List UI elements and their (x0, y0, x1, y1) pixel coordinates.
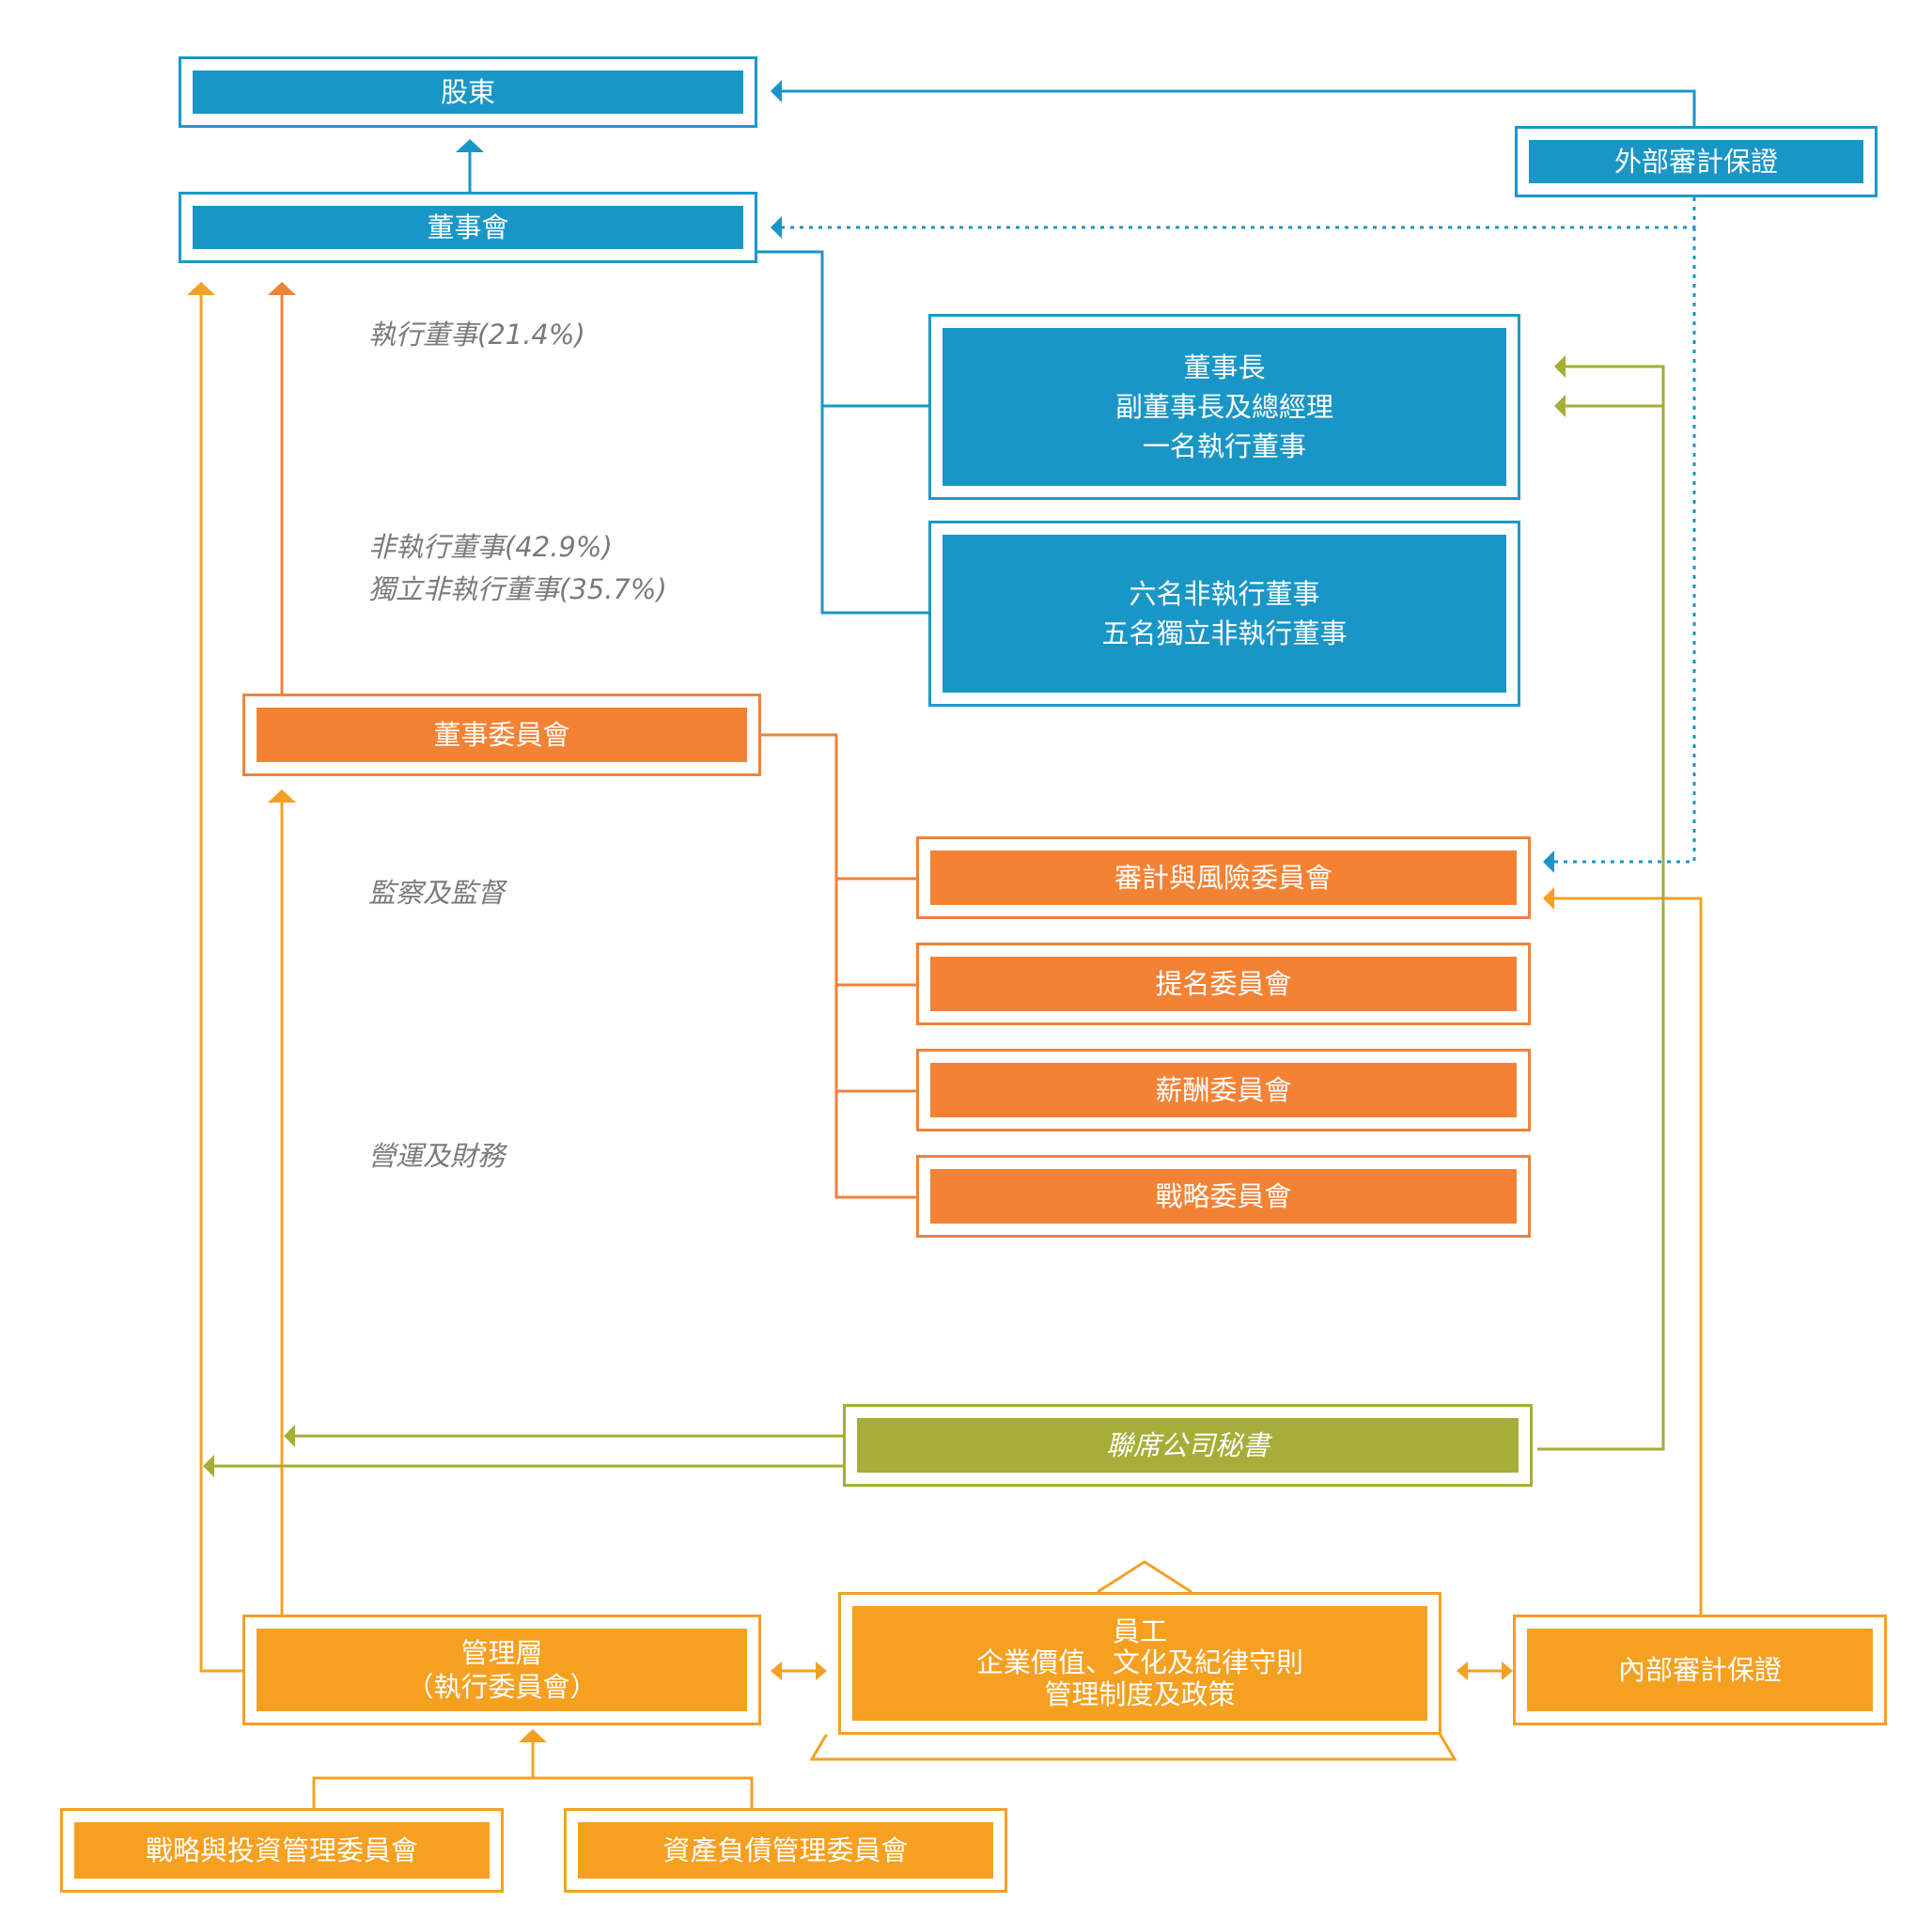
strategy-committee-box: 戰略委員會 (916, 1155, 1531, 1238)
board-committees-label: 董事委員會 (257, 708, 747, 762)
remuneration-committee-box: 薪酬委員會 (916, 1049, 1531, 1131)
employees-label: 員工 企業價值、文化及紀律守則 管理制度及政策 (852, 1606, 1427, 1721)
board-label: 董事會 (193, 206, 743, 249)
operations-finance-note: 營運及財務 (368, 1140, 506, 1172)
non-executive-ratio-note: 非執行董事(42.9%) 獨立非執行董事(35.7%) (368, 531, 667, 605)
internal-audit-label: 內部審計保證 (1527, 1629, 1873, 1711)
management-box: 管理層 （執行委員會） (242, 1615, 761, 1725)
executive-directors-box: 董事長 副董事長及總經理 一名執行董事 (928, 314, 1520, 500)
nomination-committee-box: 提名委員會 (916, 943, 1531, 1025)
nomination-committee-label: 提名委員會 (930, 957, 1517, 1011)
management-label: 管理層 （執行委員會） (257, 1629, 747, 1711)
employees-box: 員工 企業價值、文化及紀律守則 管理制度及政策 (838, 1592, 1441, 1735)
audit-risk-committee-label: 審計與風險委員會 (930, 850, 1517, 905)
joint-company-secretary-box: 聯席公司秘書 (843, 1404, 1533, 1487)
external-audit-label: 外部審計保證 (1529, 140, 1863, 183)
non-executive-directors-label: 六名非執行董事 五名獨立非執行董事 (943, 535, 1506, 693)
strategy-investment-committee-label: 戰略與投資管理委員會 (74, 1822, 490, 1879)
internal-audit-box: 內部審計保證 (1513, 1615, 1887, 1725)
executive-directors-label: 董事長 副董事長及總經理 一名執行董事 (943, 328, 1506, 486)
joint-company-secretary-label: 聯席公司秘書 (857, 1418, 1519, 1473)
board-box: 董事會 (179, 192, 757, 263)
supervision-note: 監察及監督 (368, 877, 506, 909)
board-committees-box: 董事委員會 (242, 694, 761, 776)
strategy-investment-committee-box: 戰略與投資管理委員會 (60, 1808, 504, 1893)
audit-risk-committee-box: 審計與風險委員會 (916, 836, 1531, 919)
shareholders-label: 股東 (193, 70, 743, 114)
strategy-committee-label: 戰略委員會 (930, 1169, 1517, 1224)
external-audit-box: 外部審計保證 (1515, 126, 1877, 197)
asset-liability-committee-label: 資產負債管理委員會 (578, 1822, 993, 1879)
remuneration-committee-label: 薪酬委員會 (930, 1063, 1517, 1117)
executive-directors-ratio-note: 執行董事(21.4%) (368, 319, 585, 351)
shareholders-box: 股東 (179, 56, 757, 128)
non-executive-directors-box: 六名非執行董事 五名獨立非執行董事 (928, 521, 1520, 707)
asset-liability-committee-box: 資產負債管理委員會 (564, 1808, 1007, 1893)
